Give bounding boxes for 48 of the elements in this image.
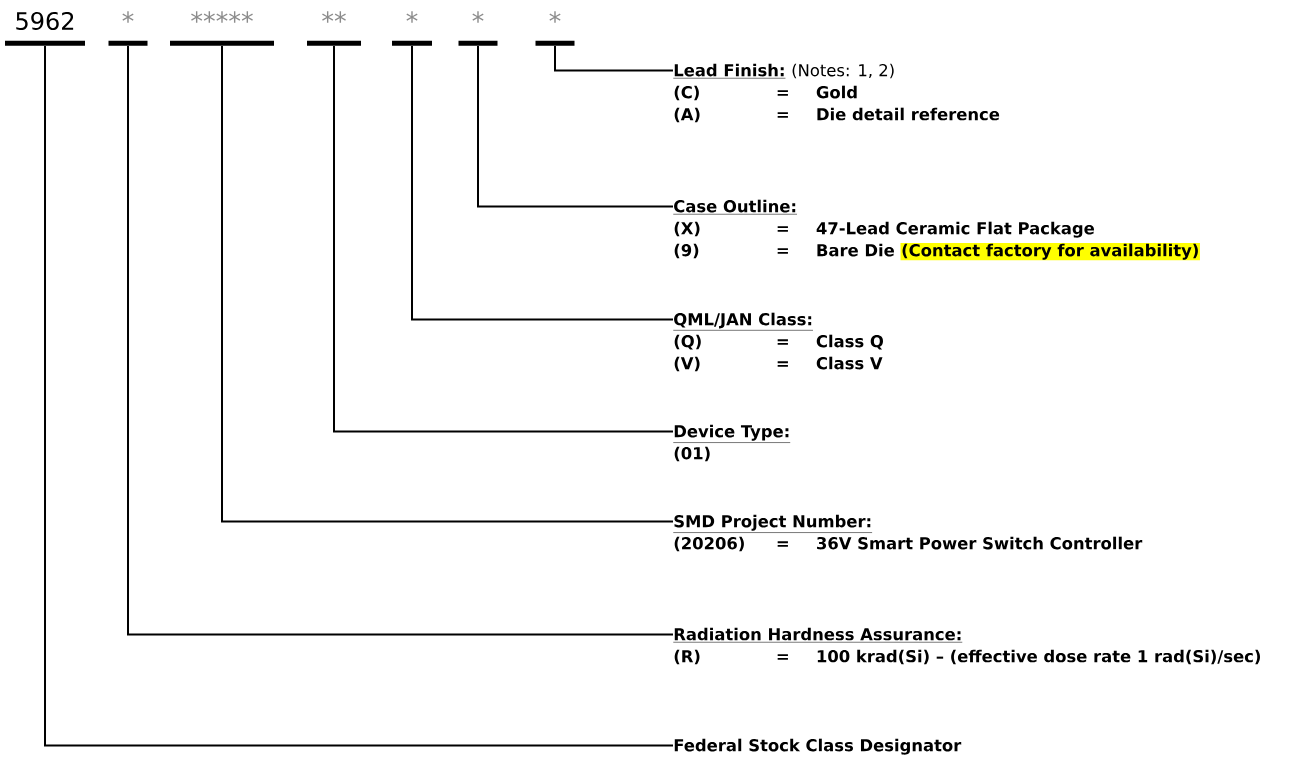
- option-description: Class V: [816, 356, 883, 370]
- leader-line: [127, 45, 674, 636]
- option-code: (V): [674, 356, 700, 372]
- option-description: Class Q: [816, 334, 883, 350]
- option-description: Gold: [816, 85, 857, 99]
- option-code: (R): [674, 649, 700, 665]
- section-heading: Radiation Hardness Assurance:: [673, 627, 963, 643]
- leader-line: [411, 45, 674, 321]
- option-code: (C): [674, 85, 699, 101]
- equals-sign: =: [777, 90, 788, 96]
- equals-sign: =: [777, 248, 788, 254]
- section-heading: QML/JAN Class:: [673, 312, 814, 331]
- section-heading: Lead Finish:: [673, 63, 786, 79]
- option-code: (01): [674, 446, 710, 462]
- option-description: 47-Lead Ceramic Flat Package: [816, 221, 1094, 238]
- equals-sign: =: [777, 654, 788, 660]
- placeholder-asterisks: *: [549, 11, 561, 23]
- option-code: (Q): [674, 334, 701, 350]
- equals-sign: =: [777, 112, 788, 118]
- option-code: (X): [674, 221, 700, 237]
- placeholder-asterisks: *****: [191, 11, 253, 23]
- section-heading: SMD Project Number:: [673, 514, 873, 533]
- equals-sign: =: [777, 541, 788, 547]
- option-code: (9): [674, 243, 699, 259]
- equals-sign: =: [777, 226, 788, 232]
- leader-line: [221, 45, 674, 523]
- leader-line: [477, 45, 674, 208]
- section-heading: Case Outline:: [673, 199, 798, 215]
- section-heading: Federal Stock Class Designator: [674, 738, 962, 755]
- note-text: (Notes: 1, 2): [792, 63, 894, 79]
- placeholder-asterisks: *: [122, 11, 134, 23]
- option-description: 100 krad(Si) – (effective dose rate 1 rad(Si)/sec): [817, 649, 1260, 665]
- option-code: (20206): [674, 536, 744, 552]
- leader-line: [44, 45, 674, 747]
- placeholder-asterisks: **: [322, 11, 346, 23]
- placeholder-asterisks: *: [472, 11, 484, 23]
- placeholder-asterisks: *: [406, 11, 418, 23]
- part-number-digits: 5962: [16, 11, 74, 31]
- option-description: 36V Smart Power Switch Controller: [817, 536, 1143, 550]
- leader-line: [554, 45, 674, 72]
- leader-line: [333, 45, 674, 433]
- section-heading: Device Type:: [673, 424, 791, 443]
- equals-sign: =: [777, 339, 788, 345]
- option-code: (A): [674, 107, 700, 123]
- option-description: Die detail reference: [817, 107, 1000, 121]
- equals-sign: =: [777, 361, 788, 367]
- highlighted-note: (Contact factory for availability): [900, 243, 1200, 261]
- option-description: Bare Die: [817, 243, 894, 257]
